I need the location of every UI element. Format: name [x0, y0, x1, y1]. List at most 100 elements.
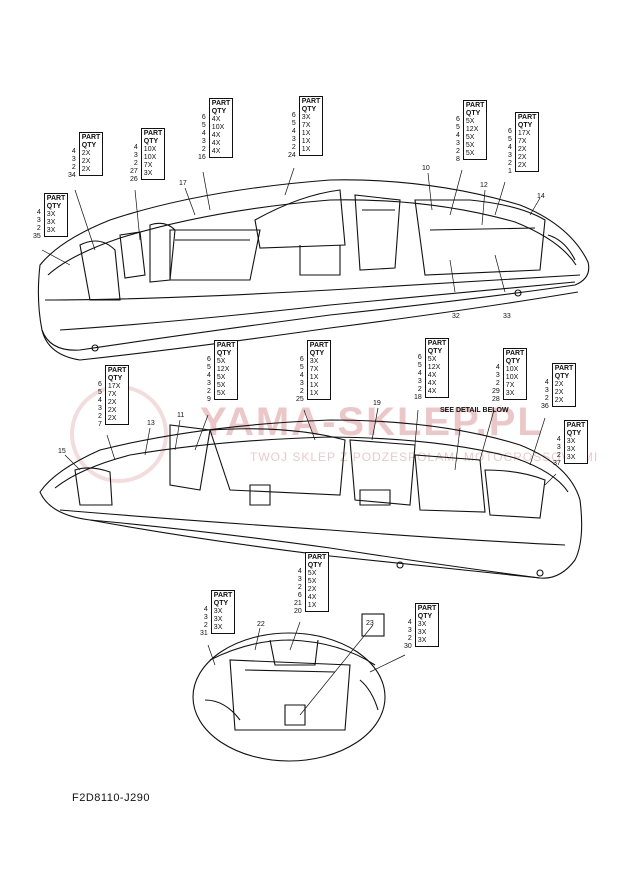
part-number: 4	[556, 436, 561, 443]
part-number: 4	[299, 372, 304, 379]
part-number: 2	[207, 388, 211, 395]
part-number: 2	[201, 146, 206, 153]
detail-note-line-2: BELOW	[482, 407, 509, 414]
part-number: 3	[407, 627, 412, 634]
ref-19: 19	[373, 400, 381, 407]
part-number: 2	[291, 144, 296, 151]
header-part: PART	[427, 340, 447, 347]
part-number: 4	[201, 130, 206, 137]
header-part: PART	[554, 365, 574, 372]
qty-value: 1X	[309, 382, 319, 389]
header-qty: QTY	[211, 108, 227, 115]
qty-value: 4X	[211, 116, 221, 123]
part-number: 2	[36, 225, 41, 232]
qty-value: 2X	[107, 407, 117, 414]
part-number: 4	[417, 370, 422, 377]
part-number: 4	[133, 144, 138, 151]
part-number: 3	[556, 444, 561, 451]
header-qty: QTY	[517, 122, 533, 129]
header-qty: QTY	[81, 142, 97, 149]
part-number: 25	[296, 396, 304, 403]
qty-value: 7X	[309, 366, 319, 373]
header-qty: QTY	[301, 106, 317, 113]
part-number: 1	[508, 168, 512, 175]
header-qty: QTY	[465, 110, 481, 117]
part-number: 2	[417, 386, 422, 393]
header-part: PART	[143, 130, 163, 137]
ref-14: 14	[537, 193, 545, 200]
qty-value: 7X	[517, 138, 527, 145]
qty-value: 4X	[211, 132, 221, 139]
qty-value: 4X	[211, 140, 221, 147]
part-number: 28	[492, 396, 500, 403]
part-number: 4	[297, 568, 302, 575]
qty-value: 3X	[213, 624, 223, 631]
see-detail-note: SEE DETAIL BELOW	[440, 407, 509, 415]
part-number: 5	[456, 124, 460, 131]
part-number: 3	[508, 152, 512, 159]
qty-value: 5X	[216, 374, 226, 381]
part-number: 6	[98, 381, 102, 388]
header-part: PART	[517, 114, 537, 121]
qty-value: 2X	[107, 415, 117, 422]
qty-value: 1X	[301, 146, 311, 153]
part-number: 2	[203, 622, 208, 629]
part-number: 6	[207, 356, 211, 363]
part-number: 3	[299, 380, 304, 387]
header-part: PART	[566, 422, 586, 429]
qty-value: 10X	[143, 146, 157, 153]
detail-note-line-1: SEE DETAIL	[440, 407, 481, 414]
part-number: 6	[417, 354, 422, 361]
qty-value: 3X	[566, 446, 576, 453]
part-number: 2	[544, 395, 549, 402]
ref-17: 17	[179, 180, 187, 187]
callout-23: 23	[366, 620, 374, 627]
header-part: PART	[211, 100, 231, 107]
part-number: 2	[456, 148, 460, 155]
part-number: 4	[203, 606, 208, 613]
part-number: 21	[294, 600, 302, 607]
qty-value: 4X	[427, 380, 437, 387]
qty-value: 7X	[143, 162, 153, 169]
qty-value: 3X	[46, 211, 56, 218]
qty-value: 5X	[465, 150, 475, 157]
part-number: 27	[130, 168, 138, 175]
part-number: 4	[508, 144, 512, 151]
qty-value: 2X	[554, 381, 564, 388]
part-number: 6	[299, 356, 304, 363]
part-number: 2	[71, 164, 76, 171]
qty-value: 1X	[301, 138, 311, 145]
qty-value: 12X	[465, 126, 479, 133]
qty-value: 2X	[554, 397, 564, 404]
header-part: PART	[216, 342, 236, 349]
qty-value: 10X	[505, 374, 519, 381]
header-qty: QTY	[143, 138, 159, 145]
qty-value: 5X	[465, 142, 475, 149]
part-number: 4	[207, 372, 211, 379]
part-number: 3	[456, 140, 460, 147]
part-number: 35	[33, 233, 41, 240]
qty-value: 5X	[216, 390, 226, 397]
header-qty: QTY	[505, 358, 521, 365]
part-number: 2	[508, 160, 512, 167]
part-number: 3	[417, 378, 422, 385]
ref-10: 10	[422, 165, 430, 172]
part-number: 26	[130, 176, 138, 183]
